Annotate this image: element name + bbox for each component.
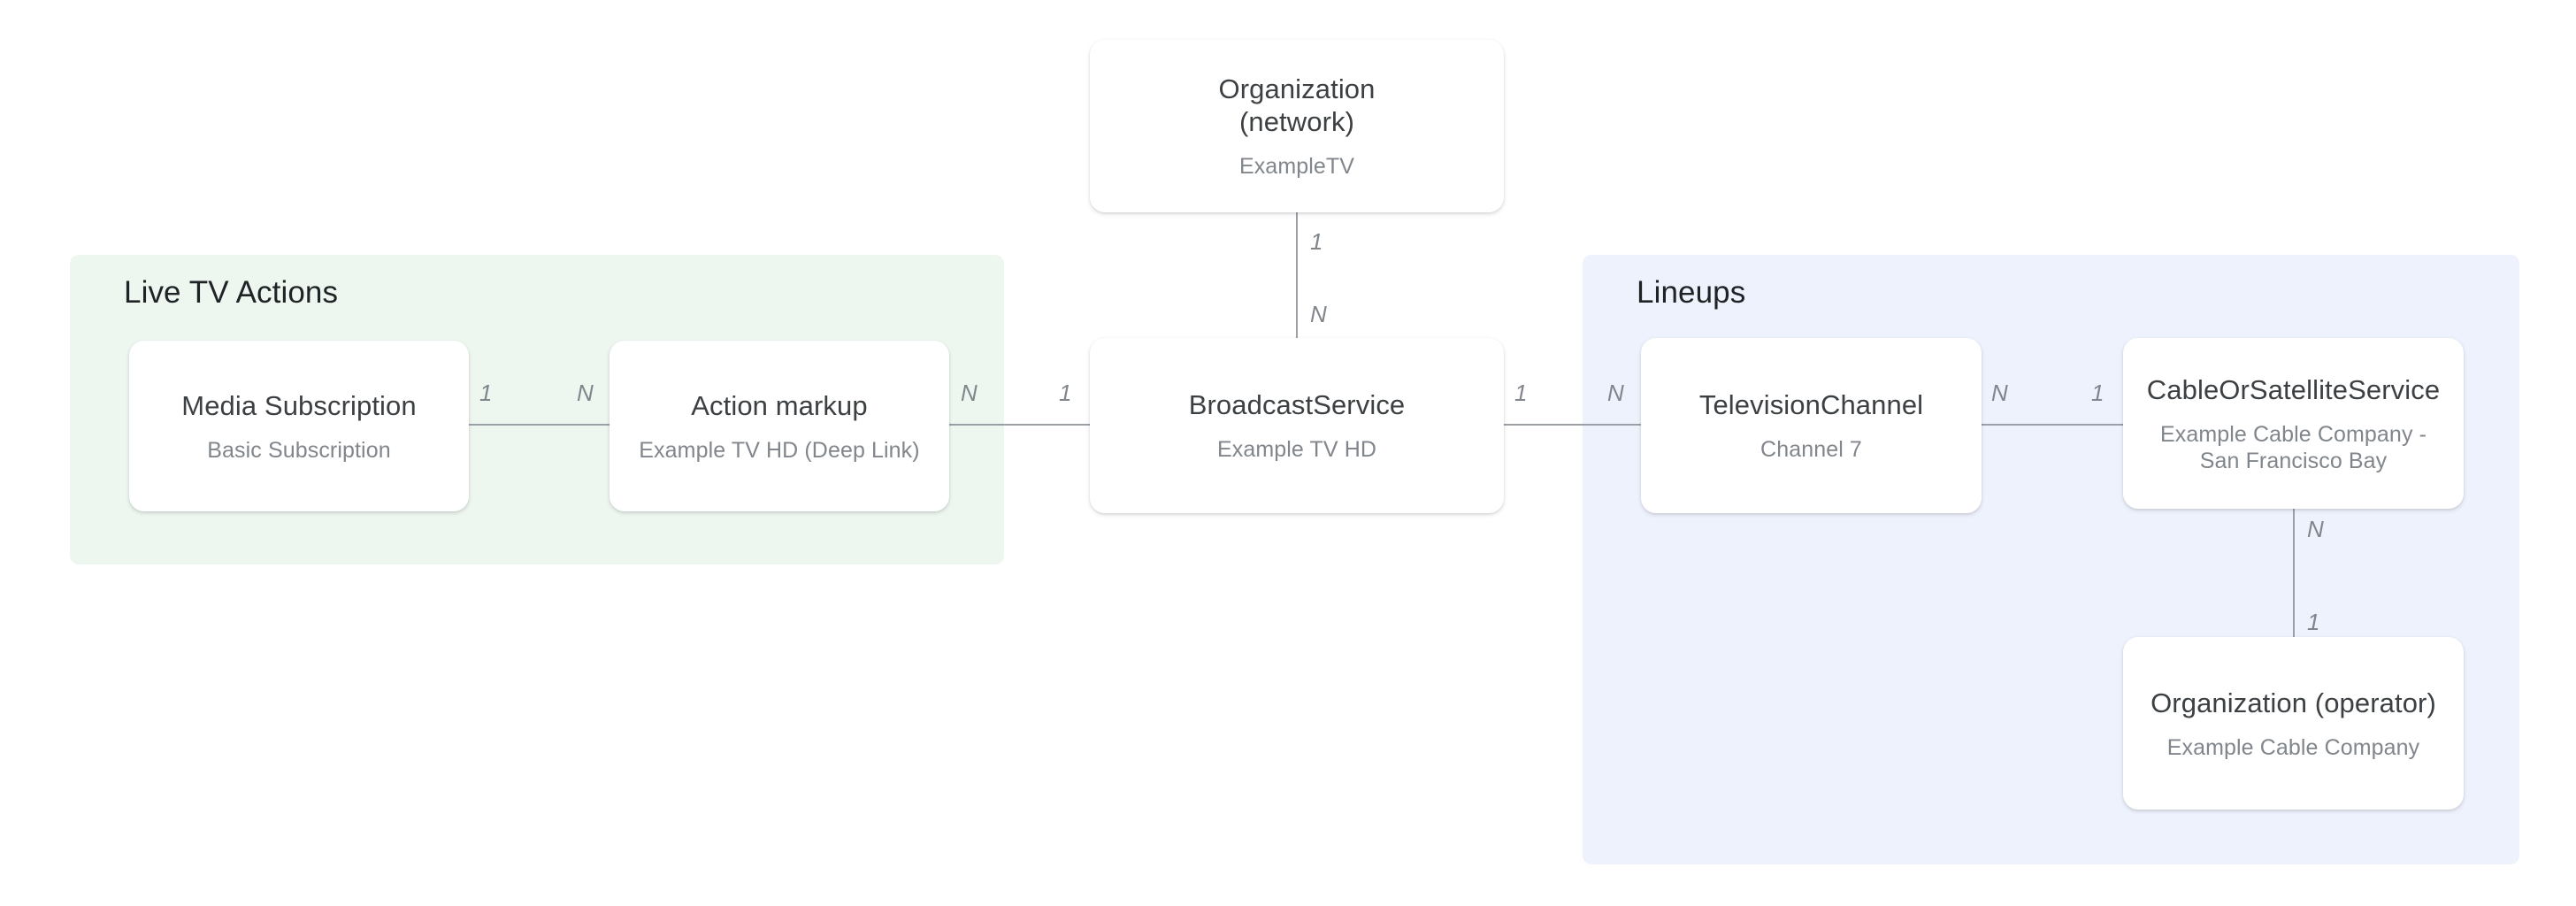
node-title: CableOrSatelliteService [2146,373,2441,405]
edge-action-markup-to-broadcast-service [949,424,1091,426]
node-title: Action markup [691,389,868,421]
node-title: TelevisionChannel [1698,389,1924,420]
node-subtitle: Example Cable Company - San Francisco Ba… [2159,421,2427,473]
edge-cardinality-label: N [961,380,978,406]
node-subtitle: Example Cable Company [2166,734,2420,760]
edge-cardinality-label: 1 [479,380,493,406]
edge-broadcast-service-to-television-channel [1504,424,1642,426]
edge-media-subscription-to-action-markup [469,424,610,426]
edge-cardinality-label: N [1310,301,1327,327]
node-subtitle: Basic Subscription [207,437,391,463]
group-title-live-tv-actions: Live TV Actions [124,275,339,310]
edge-cardinality-label: 1 [1514,380,1528,406]
node-title: Organization (operator) [2150,687,2436,718]
node-organization-network[interactable]: Organization (network) ExampleTV [1090,40,1504,212]
group-title-lineups: Lineups [1637,275,1746,310]
node-title: BroadcastService [1188,389,1406,420]
node-subtitle: Example TV HD (Deep Link) [639,437,920,463]
edge-cardinality-label: 1 [1310,228,1323,255]
node-organization-operator[interactable]: Organization (operator) Example Cable Com… [2123,637,2464,810]
edge-cardinality-label: N [1991,380,2008,406]
edge-cardinality-label: 1 [2091,380,2104,406]
node-title: Organization (network) [1218,73,1376,137]
node-subtitle: Example TV HD [1216,437,1377,462]
edge-cable-or-satellite-service-to-org-operator [2293,509,2295,638]
edge-org-network-to-broadcast-service [1296,212,1298,338]
node-subtitle: Channel 7 [1760,437,1862,462]
edge-television-channel-to-cable-or-satellite-service [1982,424,2124,426]
edge-cardinality-label: 1 [2307,609,2320,635]
edge-cardinality-label: N [577,380,594,406]
node-subtitle: ExampleTV [1238,154,1355,179]
edge-cardinality-label: 1 [1059,380,1072,406]
edge-cardinality-label: N [1607,380,1624,406]
node-title: Media Subscription [181,389,417,421]
edge-cardinality-label: N [2307,516,2324,542]
